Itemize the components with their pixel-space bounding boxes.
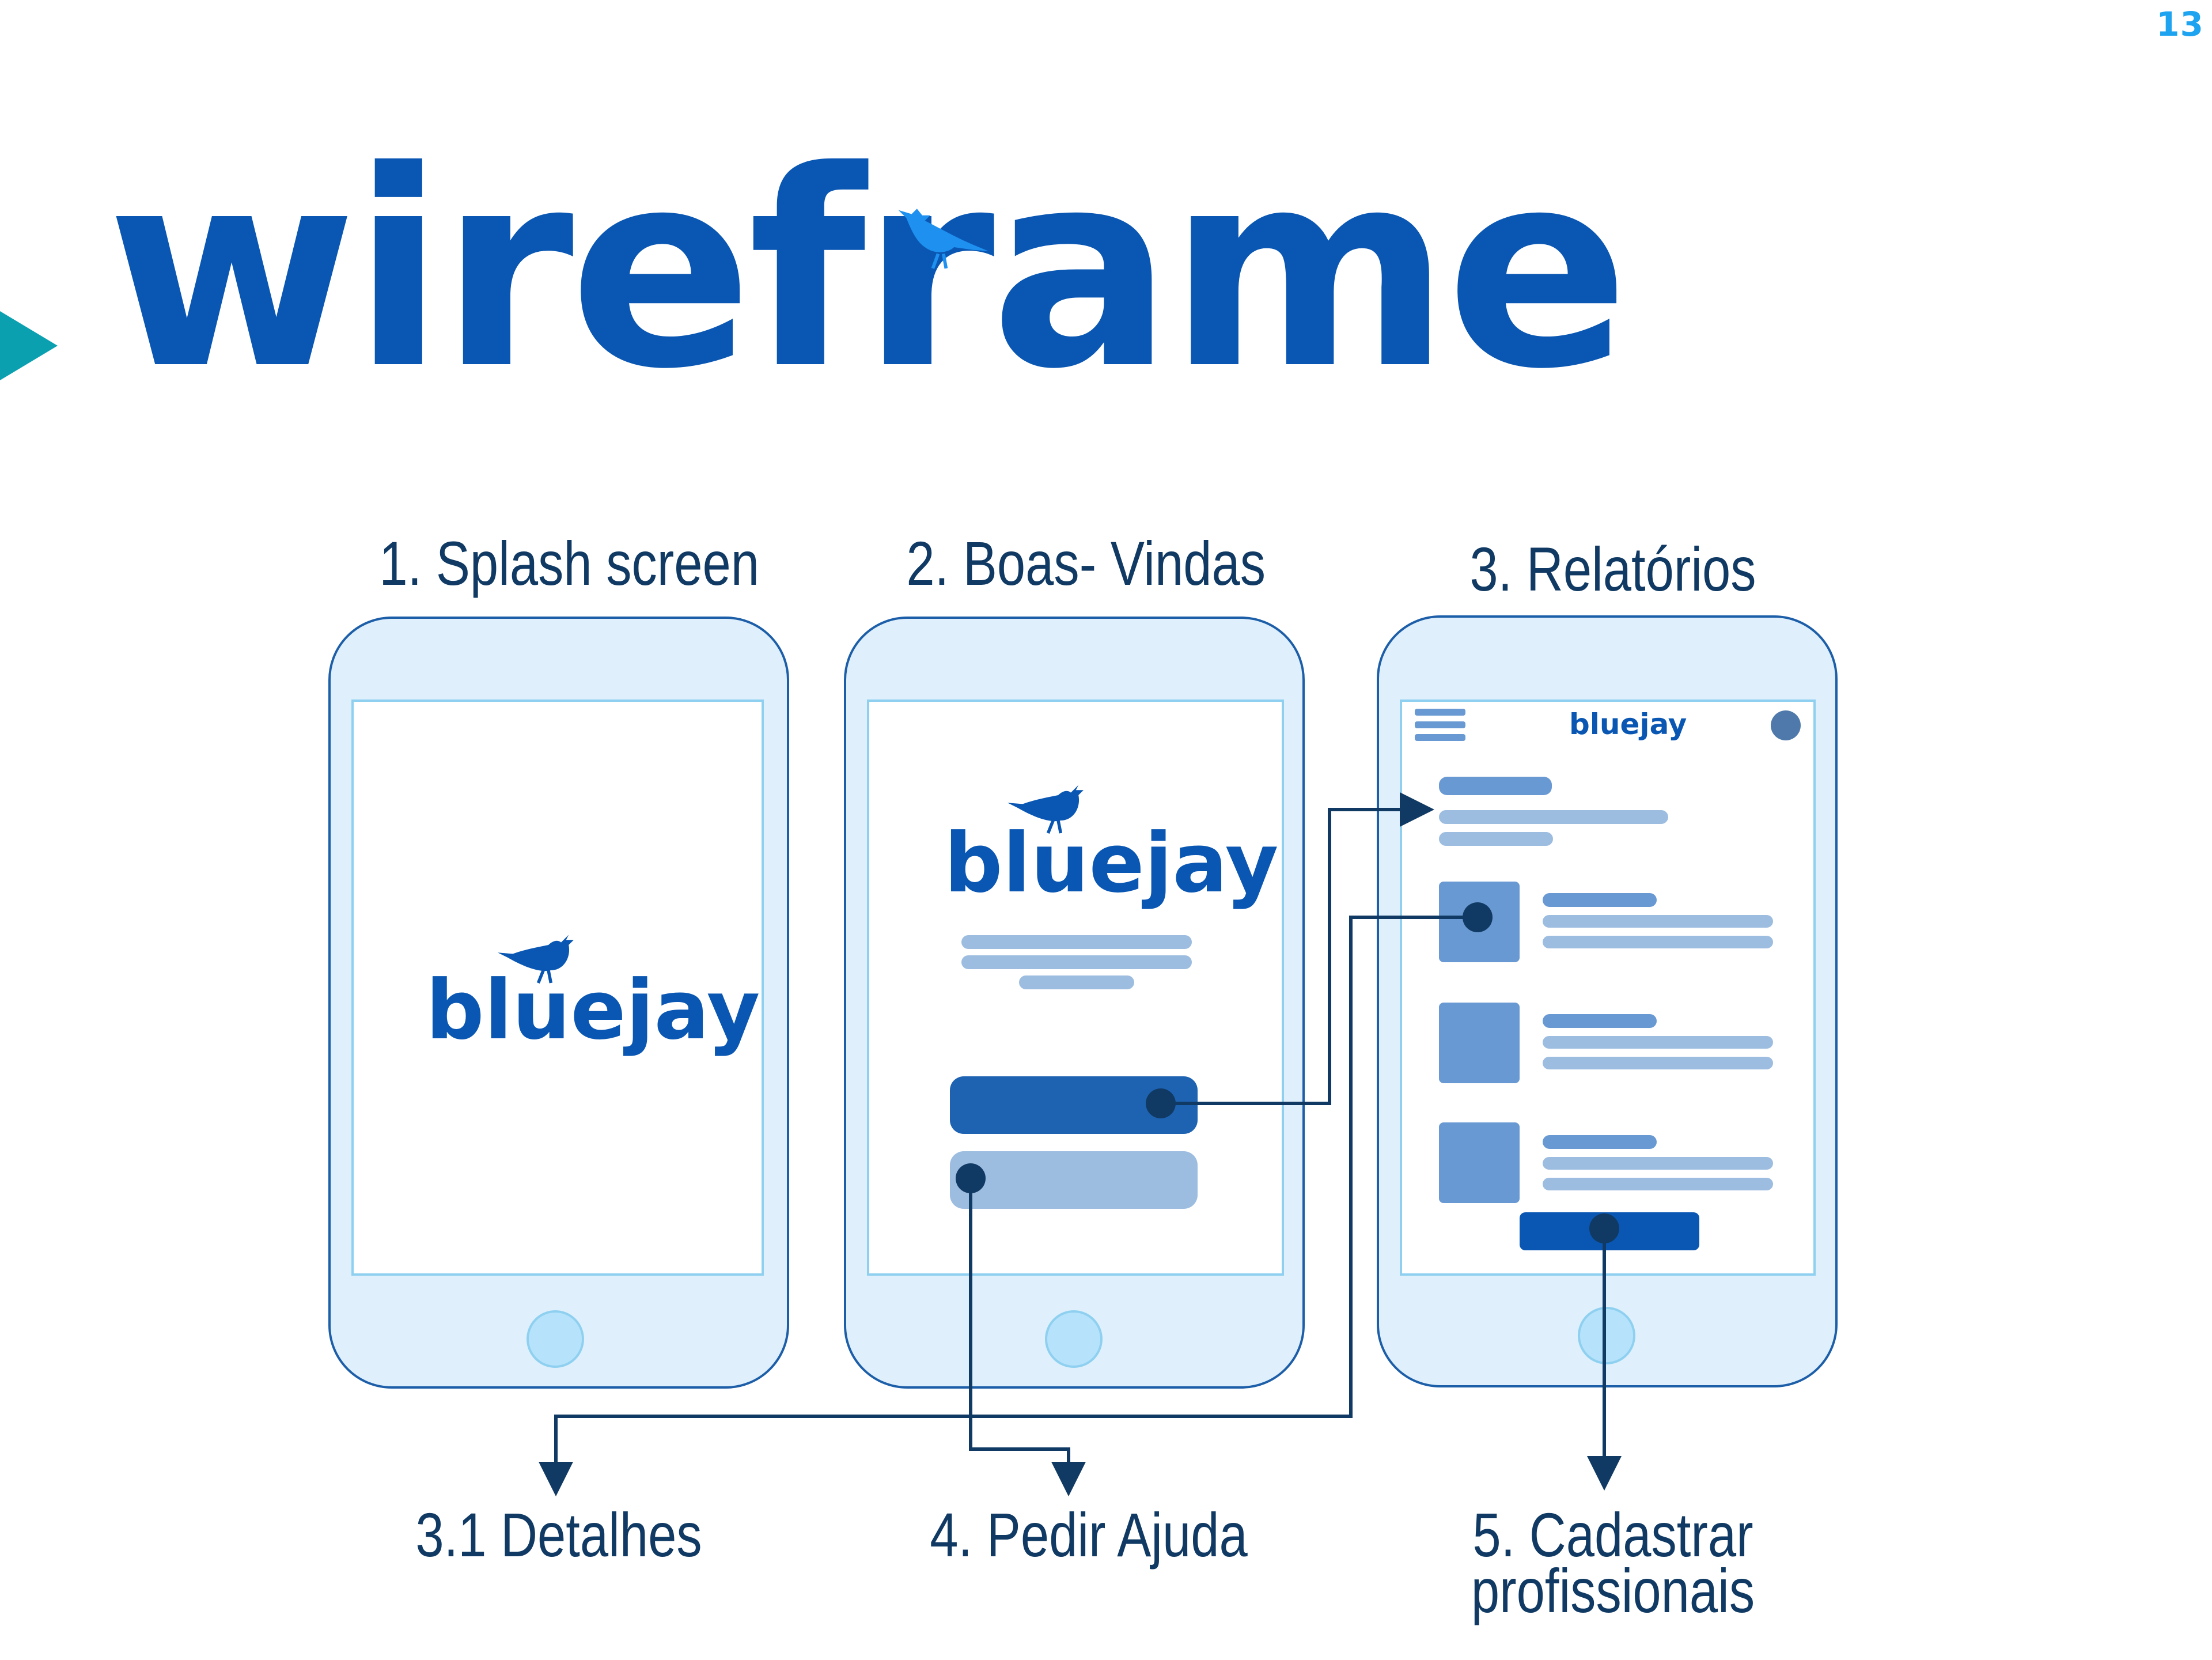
home-button[interactable]	[1578, 1307, 1635, 1364]
text-placeholder-line	[1439, 810, 1668, 824]
phone-screen: bluejay	[1400, 699, 1816, 1276]
destination-label-cadastrar: 5. Cadastrar profissionais	[1448, 1500, 1778, 1626]
primary-button-relatorios[interactable]	[950, 1076, 1198, 1134]
page-title: wireframe	[107, 113, 1630, 428]
bluejay-logo: bluejay	[426, 963, 760, 1058]
menu-icon[interactable]	[1415, 709, 1465, 743]
profile-icon[interactable]	[1771, 710, 1801, 740]
play-arrow-icon	[0, 311, 58, 380]
phone-screen: bluejay	[867, 699, 1284, 1276]
destination-label-pedir-ajuda: 4. Pedir Ajuda	[930, 1500, 1248, 1570]
destination-label-line: profissionais	[1471, 1556, 1755, 1626]
register-professionals-button[interactable]	[1520, 1212, 1699, 1250]
secondary-button-pedir-ajuda[interactable]	[950, 1151, 1198, 1209]
report-thumbnail[interactable]	[1439, 1003, 1520, 1083]
destination-label-detalhes: 3.1 Detalhes	[415, 1500, 702, 1570]
home-button[interactable]	[1045, 1310, 1103, 1368]
report-thumbnail[interactable]	[1439, 882, 1520, 962]
screen-label-relatorios: 3. Relatórios	[1469, 534, 1756, 604]
home-button[interactable]	[527, 1310, 584, 1368]
list-item-line	[1543, 1178, 1773, 1190]
page-number: 13	[2156, 5, 2204, 44]
report-thumbnail[interactable]	[1439, 1122, 1520, 1203]
text-placeholder-line	[961, 955, 1192, 969]
list-item-line	[1543, 936, 1773, 948]
list-item-title	[1543, 1135, 1657, 1149]
list-item-line	[1543, 1057, 1773, 1069]
screen-label-boas-vindas: 2. Boas- Vindas	[906, 528, 1266, 598]
header-logo: bluejay	[1569, 708, 1687, 741]
list-item-line	[1543, 915, 1773, 928]
phone-screen: bluejay	[351, 699, 764, 1276]
phone-relatorios: bluejay	[1377, 615, 1838, 1387]
screen-label-splash: 1. Splash screen	[379, 528, 760, 598]
list-item-line	[1543, 1157, 1773, 1170]
phone-boas-vindas: bluejay	[844, 617, 1305, 1389]
phone-splash: bluejay	[328, 617, 789, 1389]
bluejay-logo: bluejay	[944, 816, 1279, 911]
destination-label-line: 5. Cadastrar	[1472, 1500, 1753, 1570]
list-item-title	[1543, 1014, 1657, 1028]
list-item-line	[1543, 1036, 1773, 1049]
text-placeholder-line	[1439, 832, 1553, 846]
list-item-title	[1543, 893, 1657, 907]
section-heading-bar	[1439, 777, 1552, 795]
text-placeholder-line	[1019, 975, 1134, 989]
text-placeholder-line	[961, 935, 1192, 949]
